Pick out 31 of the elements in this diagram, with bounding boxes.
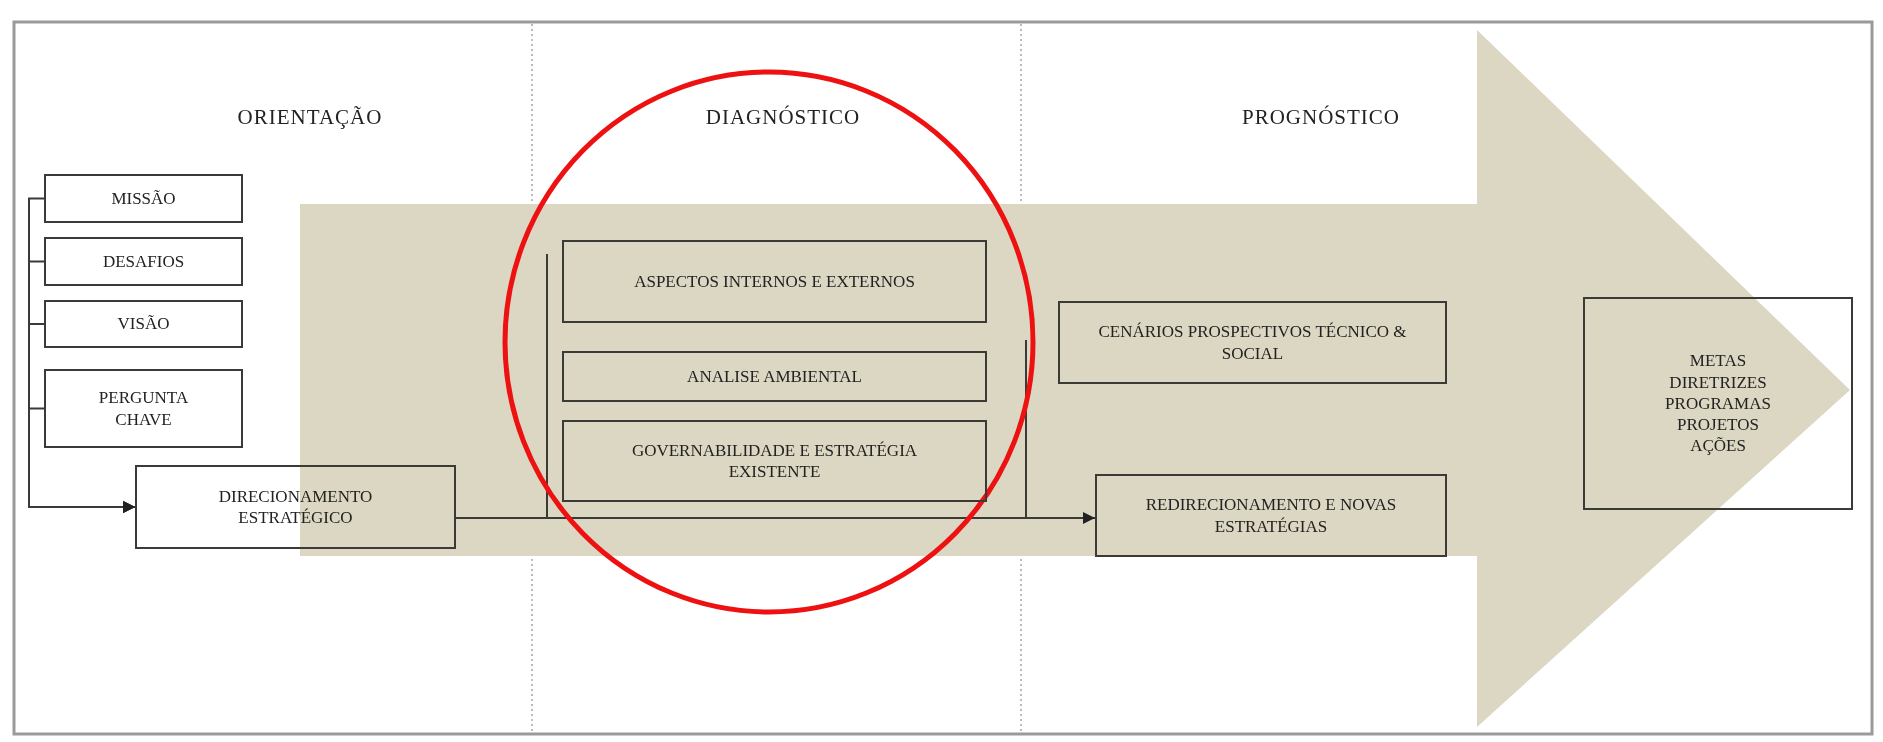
box-label: METAS [1689, 350, 1747, 372]
box-label: PROGRAMAS [1665, 392, 1771, 415]
column-heading: PROGNÓSTICO [1242, 105, 1400, 130]
box-label: ANALISE AMBIENTAL [687, 365, 862, 388]
box-label: PROJETOS [1677, 414, 1759, 436]
box-label: CENÁRIOS PROSPECTIVOS TÉCNICO & SOCIAL [1097, 321, 1408, 364]
column-heading: DIAGNÓSTICO [705, 105, 861, 130]
box-label: VISÃO [117, 313, 170, 335]
process-box [562, 351, 987, 402]
box-label: DIRECIONAMENTO ESTRATÉGICO [217, 485, 374, 529]
process-box [1583, 297, 1853, 510]
arrow [28, 407, 136, 513]
box-label: DESAFIOS [102, 250, 185, 273]
box-label: GOVERNABILIDADE E ESTRATÉGIA EXISTENTE [630, 439, 919, 483]
process-box [1058, 301, 1447, 384]
process-box [44, 237, 243, 286]
process-box [562, 420, 987, 502]
column-heading: ORIENTAÇÃO [237, 105, 383, 130]
process-box [135, 465, 456, 549]
arrow [455, 512, 1096, 524]
box-label: DIRETRIZES [1669, 371, 1767, 393]
box-label: REDIRECIONAMENTO E NOVAS ESTRATÉGIAS [1144, 494, 1398, 537]
process-box [44, 369, 243, 448]
box-label: ASPECTOS INTERNOS E EXTERNOS [634, 270, 915, 293]
process-box [44, 174, 243, 223]
process-box [562, 240, 987, 323]
box-label: PERGUNTA CHAVE [97, 387, 190, 430]
box-label: AÇÕES [1690, 435, 1746, 457]
process-box [44, 300, 243, 348]
box-label: MISSÃO [111, 187, 176, 210]
process-box [1095, 474, 1447, 557]
